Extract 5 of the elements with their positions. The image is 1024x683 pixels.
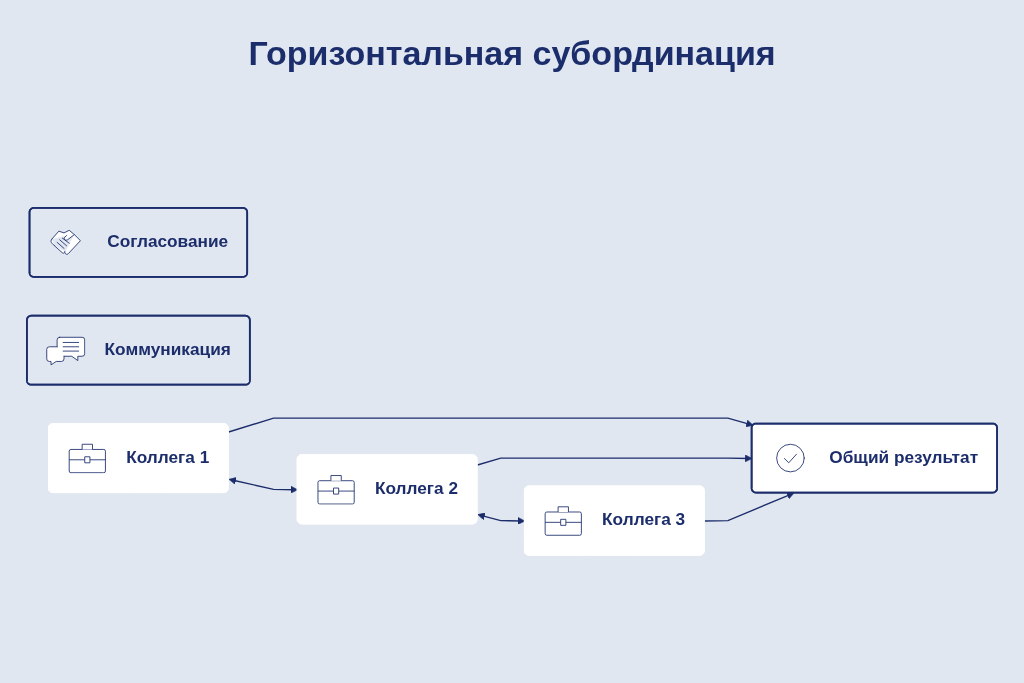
arrow bbox=[227, 417, 754, 433]
arrow bbox=[703, 492, 795, 522]
arrow bbox=[228, 477, 299, 494]
diagram-title: Горизонтальная субординация bbox=[248, 34, 776, 73]
arrow bbox=[477, 512, 526, 525]
